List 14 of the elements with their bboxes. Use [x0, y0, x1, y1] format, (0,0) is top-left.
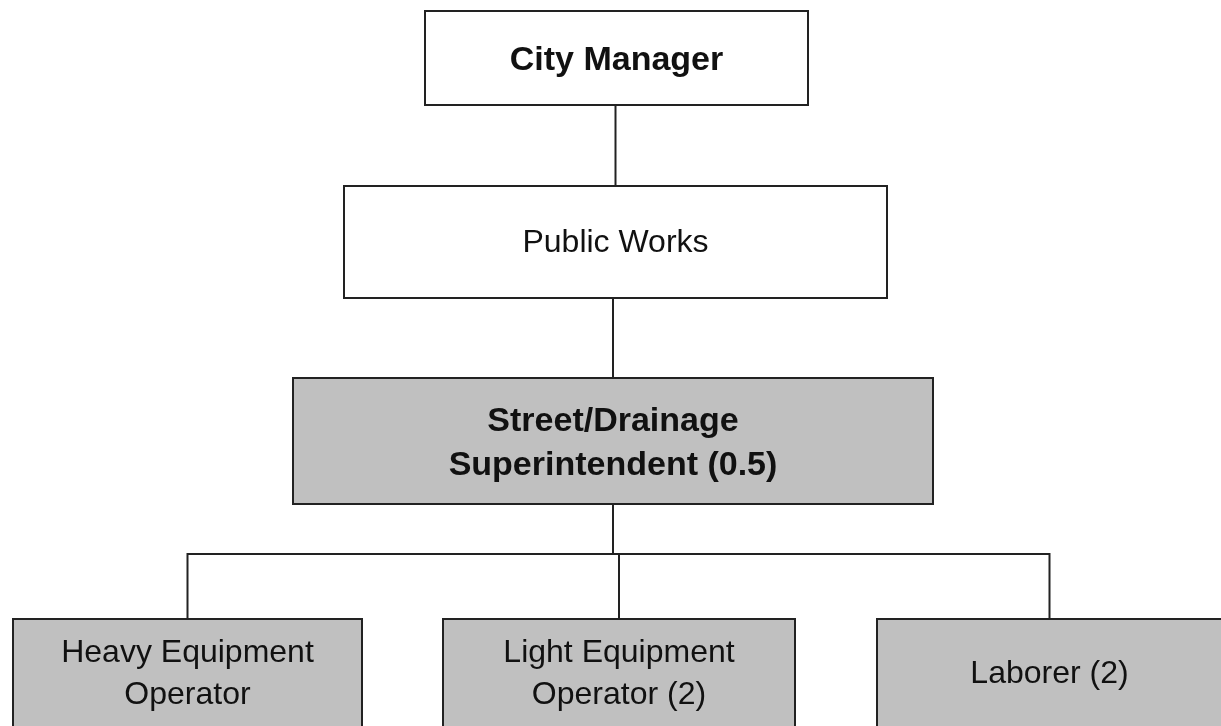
role-title: Heavy Equipment Operator	[60, 632, 315, 713]
role-title: Laborer (2)	[969, 653, 1130, 693]
role-box	[12, 618, 363, 726]
connector-line	[612, 298, 614, 378]
role-box	[292, 377, 934, 505]
role-title: Street/Drainage Superintendent (0.5)	[447, 398, 779, 484]
role-box	[424, 10, 809, 106]
role-title: City Manager	[508, 37, 725, 79]
department-box	[343, 185, 888, 299]
role-box	[876, 618, 1221, 726]
role-box	[442, 618, 796, 726]
role-title: Light Equipment Operator (2)	[502, 632, 736, 713]
connector-line	[614, 105, 617, 186]
role-title: Public Works	[521, 222, 710, 262]
